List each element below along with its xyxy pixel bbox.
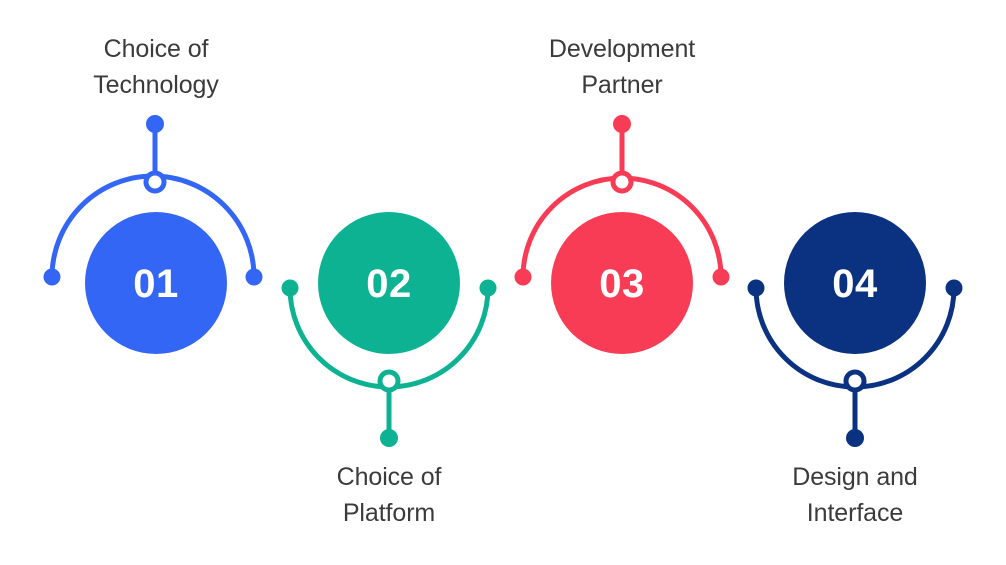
step-arc-right-tip-4 [945, 279, 963, 297]
step-end-dot-4 [846, 429, 864, 447]
step-label-2: Choice of Platform [336, 463, 442, 527]
step-number-4: 04 [832, 262, 878, 306]
step-ring-3 [610, 170, 634, 194]
step-circle-2[interactable] [318, 212, 460, 354]
step-end-dot-1 [146, 115, 164, 133]
step-ring-4 [843, 369, 867, 393]
step-number-1: 01 [133, 262, 179, 306]
step-label-3: Development Partner [548, 35, 696, 99]
step-arc-left-tip-1 [43, 268, 61, 286]
step-number-3: 03 [599, 262, 645, 306]
step-arc-right-tip-3 [712, 268, 730, 286]
step-group-1[interactable]: 01 [43, 115, 263, 354]
step-circle-3[interactable] [551, 212, 693, 354]
step-end-dot-2 [380, 429, 398, 447]
step-arc-left-tip-4 [747, 279, 765, 297]
step-arc-right-tip-1 [245, 268, 263, 286]
step-number-2: 02 [366, 262, 412, 306]
step-circle-1[interactable] [85, 212, 227, 354]
step-group-4[interactable]: 04 [747, 212, 963, 447]
step-label-4: Design and Interface [792, 463, 918, 527]
step-arc-right-tip-2 [479, 279, 497, 297]
step-ring-2 [377, 369, 401, 393]
step-arc-left-tip-3 [514, 268, 532, 286]
step-group-3[interactable]: 03 [514, 115, 730, 354]
step-end-dot-3 [613, 115, 631, 133]
step-ring-1 [143, 170, 167, 194]
step-group-2[interactable]: 02 [281, 212, 497, 447]
step-arc-left-tip-2 [281, 279, 299, 297]
step-label-1: Choice of Technology [93, 35, 219, 99]
step-circle-4[interactable] [784, 212, 926, 354]
